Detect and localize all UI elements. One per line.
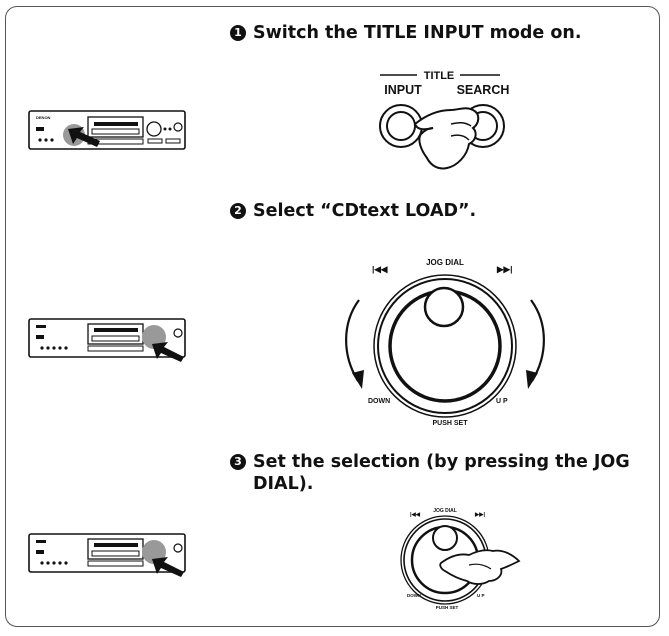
jog-dial-illustration: JOG DIAL |◀◀ ▶▶| DOWN U P PUSH SET bbox=[345, 258, 545, 427]
input-button-label: INPUT bbox=[384, 83, 422, 97]
rotate-ccw-arrow-icon bbox=[345, 299, 360, 382]
hand-press-icon bbox=[413, 107, 480, 170]
arrow-press-icon bbox=[68, 127, 100, 147]
svg-text:DOWN: DOWN bbox=[407, 593, 421, 598]
push-set-label: PUSH SET bbox=[432, 420, 468, 427]
svg-text:JOG DIAL: JOG DIAL bbox=[433, 508, 457, 514]
title-group-label: TITLE bbox=[424, 70, 455, 82]
step-number-3: 3 bbox=[230, 454, 246, 470]
step-2: 2 Select “CDtext LOAD”. bbox=[230, 200, 476, 222]
jog-dial-finger-grip bbox=[423, 286, 465, 328]
next-label: ▶▶| bbox=[496, 264, 512, 274]
device-brand-label: DENON bbox=[36, 115, 51, 120]
step-2-text: Select “CDtext LOAD”. bbox=[253, 201, 477, 221]
step-3-text: Set the selection (by pressing the JOG D… bbox=[253, 452, 630, 494]
jog-dial-label: JOG DIAL bbox=[426, 258, 464, 267]
jog-dial-press-illustration: JOG DIAL |◀◀ ▶▶| DOWN U P PUSH SET bbox=[400, 508, 521, 610]
input-button bbox=[379, 104, 423, 148]
step-3: 3 Set the selection (by pressing the JOG… bbox=[230, 451, 650, 495]
svg-text:|◀◀: |◀◀ bbox=[410, 511, 421, 518]
search-button-label: SEARCH bbox=[457, 83, 510, 97]
step-number-2: 2 bbox=[230, 203, 246, 219]
svg-text:PUSH SET: PUSH SET bbox=[436, 605, 459, 610]
step-number-1: 1 bbox=[230, 25, 246, 41]
svg-text:▶▶|: ▶▶| bbox=[474, 511, 485, 518]
rotate-cw-arrow-icon bbox=[530, 299, 545, 382]
step-1: 1 Switch the TITLE INPUT mode on. bbox=[230, 22, 582, 44]
deck-illustration-1: DENON bbox=[28, 110, 186, 150]
step-1-text: Switch the TITLE INPUT mode on. bbox=[253, 23, 582, 43]
svg-text:U P: U P bbox=[477, 593, 485, 598]
instruction-frame bbox=[5, 6, 660, 627]
hand-press-icon bbox=[439, 549, 521, 585]
title-buttons-illustration: TITLE INPUT SEARCH bbox=[379, 70, 510, 170]
down-label: DOWN bbox=[368, 398, 390, 405]
deck-illustration-3 bbox=[28, 533, 186, 577]
deck-illustration-2 bbox=[28, 318, 186, 362]
up-label: U P bbox=[496, 398, 508, 405]
prev-label: |◀◀ bbox=[372, 264, 389, 274]
